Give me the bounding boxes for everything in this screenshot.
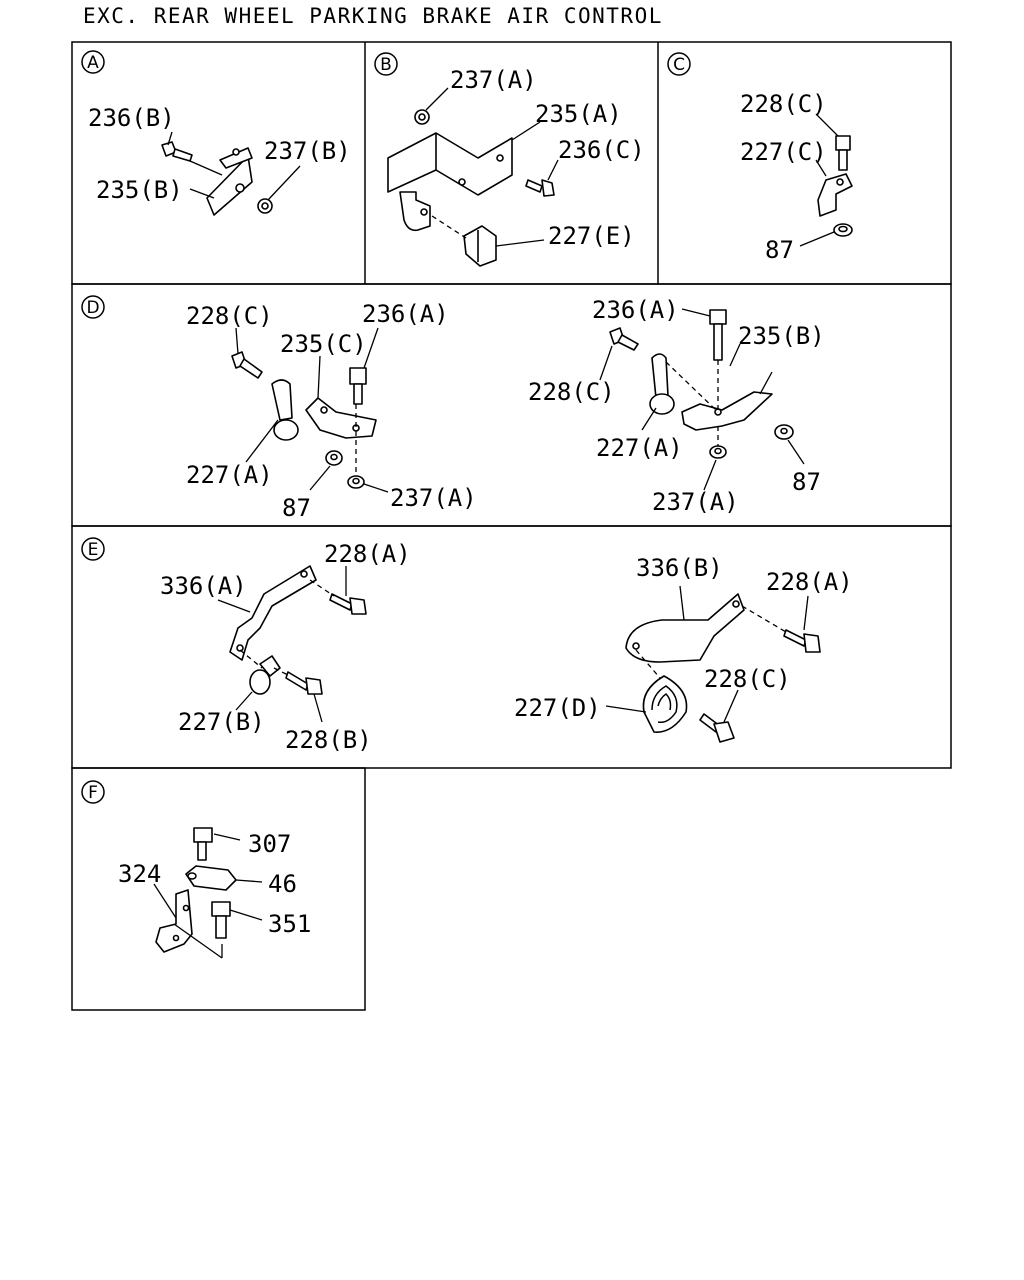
label-236b-a: 236(B) [88, 104, 175, 132]
panel-e-right-drawing [605, 585, 821, 743]
label-87-c: 87 [765, 236, 794, 264]
label-227e-b: 227(E) [548, 222, 635, 250]
label-235a-b: 235(A) [535, 100, 622, 128]
label-236c-b: 236(C) [558, 136, 645, 164]
label-307-f: 307 [248, 830, 291, 858]
label-227c-c: 227(C) [740, 138, 827, 166]
label-227a-d-right: 227(A) [596, 434, 683, 462]
label-236a-d-left: 236(A) [362, 300, 449, 328]
panel-a-drawing [161, 131, 301, 216]
panel-letter-b: B [374, 52, 398, 76]
svg-text:A: A [87, 53, 99, 73]
panel-c-drawing [799, 113, 853, 247]
label-87-d-right: 87 [792, 468, 821, 496]
label-228c-d-left: 228(C) [186, 302, 273, 330]
panel-letter-f: F [81, 780, 105, 804]
label-235b-a: 235(B) [96, 176, 183, 204]
label-227b-e-left: 227(B) [178, 708, 265, 736]
label-228c-d-right: 228(C) [528, 378, 615, 406]
label-228c-e-right: 228(C) [704, 665, 791, 693]
panel-frames [71, 41, 952, 1011]
diagram-title: EXC. REAR WHEEL PARKING BRAKE AIR CONTRO… [83, 4, 663, 28]
label-228a-e-right: 228(A) [766, 568, 853, 596]
panel-d-left-drawing [231, 327, 389, 493]
label-237b-a: 237(B) [264, 137, 351, 165]
panel-e-left-drawing [217, 565, 367, 723]
svg-text:D: D [86, 298, 99, 318]
label-336b-e-right: 336(B) [636, 554, 723, 582]
label-237a-d-right: 237(A) [652, 488, 739, 516]
panel-letter-d: D [81, 295, 105, 319]
panel-b-drawing [387, 87, 559, 267]
label-237a-b: 237(A) [450, 66, 537, 94]
svg-text:E: E [88, 540, 99, 560]
label-236a-d-right: 236(A) [592, 296, 679, 324]
panel-letter-c: C [667, 52, 691, 76]
panel-d-right-drawing [599, 308, 805, 491]
label-227a-d-left: 227(A) [186, 461, 273, 489]
label-87-d-left: 87 [282, 494, 311, 522]
label-46-f: 46 [268, 870, 297, 898]
label-237a-d-left: 237(A) [390, 484, 477, 512]
label-336a-e-left: 336(A) [160, 572, 247, 600]
label-227d-e-right: 227(D) [514, 694, 601, 722]
panel-f-drawing [153, 827, 263, 959]
panel-letter-a: A [81, 50, 105, 74]
label-228b-e-left: 228(B) [285, 726, 372, 754]
svg-text:F: F [88, 783, 98, 803]
panel-letter-e: E [81, 537, 105, 561]
label-228a-e-left: 228(A) [324, 540, 411, 568]
svg-text:C: C [673, 55, 685, 75]
svg-text:B: B [380, 55, 392, 75]
label-235b-d-right: 235(B) [738, 322, 825, 350]
label-351-f: 351 [268, 910, 311, 938]
label-228c-c: 228(C) [740, 90, 827, 118]
label-235c-d-left: 235(C) [280, 330, 367, 358]
label-324-f: 324 [118, 860, 161, 888]
